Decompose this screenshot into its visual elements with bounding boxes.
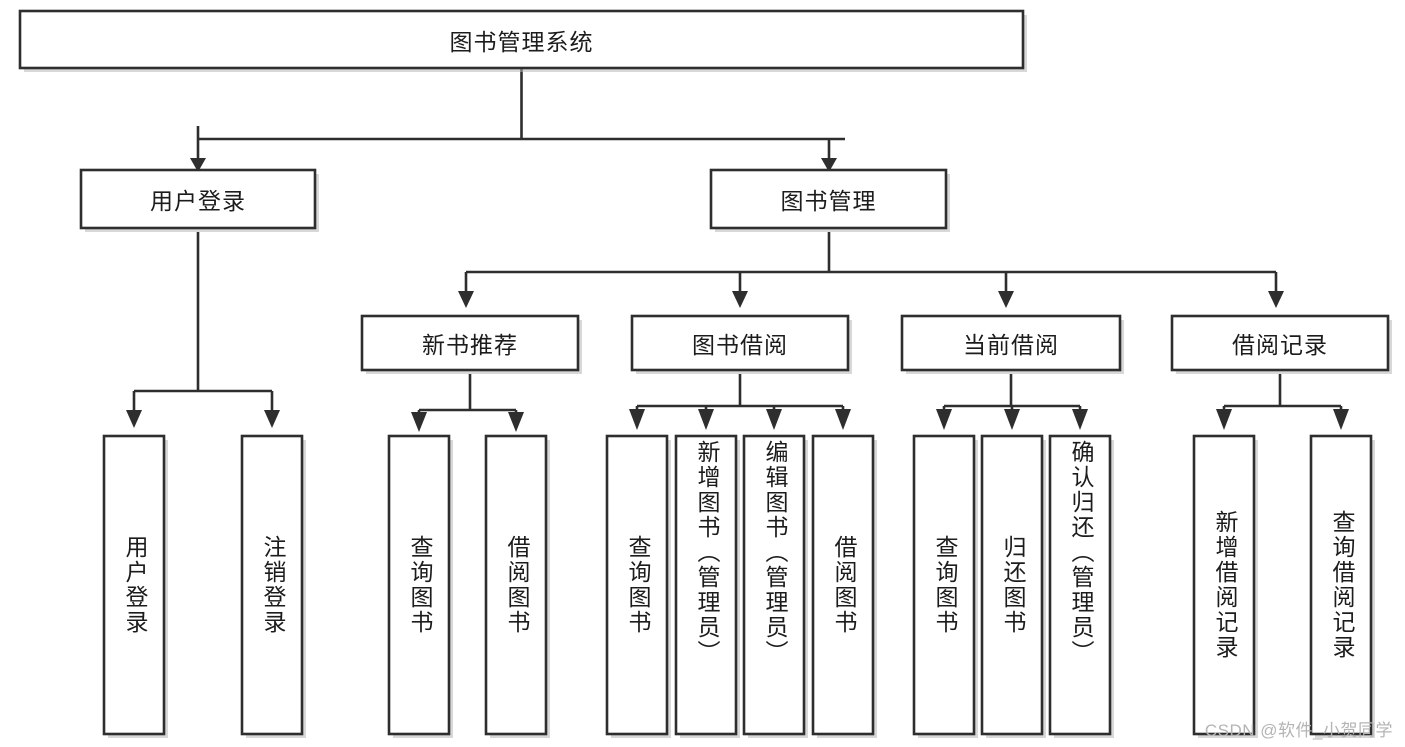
node-box-leaf-0[interactable] [102,434,166,736]
arrow-head-current-leaf1 [936,409,952,430]
csdn-watermark: CSDN @软件_小贺同学 [1204,721,1393,740]
arrow-head-to-book-mgmt [821,158,837,172]
arrow-head-record-leaf1 [1216,409,1232,430]
arrow-head-to-book-borrow [732,291,748,308]
node-box-root[interactable] [18,9,1025,70]
arrow-head-current-leaf2 [1004,409,1020,430]
node-box-leaf-7[interactable] [811,434,875,736]
node-box-new-book-rec[interactable] [360,314,580,372]
arrow-head-borrow-leaf3 [766,409,782,430]
node-box-leaf-12[interactable] [1309,434,1373,736]
arrow-head-to-user-login [190,158,206,172]
node-box-leaf-1[interactable] [240,434,304,736]
node-box-leaf-3[interactable] [484,434,548,736]
node-box-leaf-11[interactable] [1192,434,1256,736]
arrow-head-borrow-leaf2 [698,409,714,430]
arrow-head-to-new-book-rec [458,291,474,308]
node-box-leaf-2[interactable] [387,434,451,736]
arrow-head-newbook-leaf1 [411,412,427,432]
arrow-head-current-leaf3 [1072,409,1088,430]
arrow-head-newbook-leaf2 [508,412,524,432]
node-box-leaf-6[interactable] [742,434,806,736]
arrow-head-leaf-user-login [126,410,142,428]
node-box-leaf-10[interactable] [1048,434,1112,736]
arrow-head-leaf-logout [264,410,280,428]
node-box-current-borrow[interactable] [900,314,1122,372]
node-box-book-borrow[interactable] [630,314,850,372]
connector-layer [126,68,1349,432]
node-box-leaf-5[interactable] [674,434,738,736]
node-box-user-login[interactable] [79,168,317,230]
arrow-head-to-current-borrow [998,291,1014,308]
node-box-leaf-8[interactable] [912,434,976,736]
node-box-leaf-4[interactable] [605,434,669,736]
arrow-head-borrow-leaf4 [835,409,851,430]
arrow-head-borrow-leaf1 [629,409,645,430]
arrow-head-record-leaf2 [1333,409,1349,430]
node-box-book-mgmt[interactable] [709,168,948,230]
arrow-head-to-borrow-record [1268,291,1284,308]
node-layer [18,9,1392,738]
node-box-leaf-9[interactable] [980,434,1044,736]
node-box-borrow-record[interactable] [1170,314,1390,372]
